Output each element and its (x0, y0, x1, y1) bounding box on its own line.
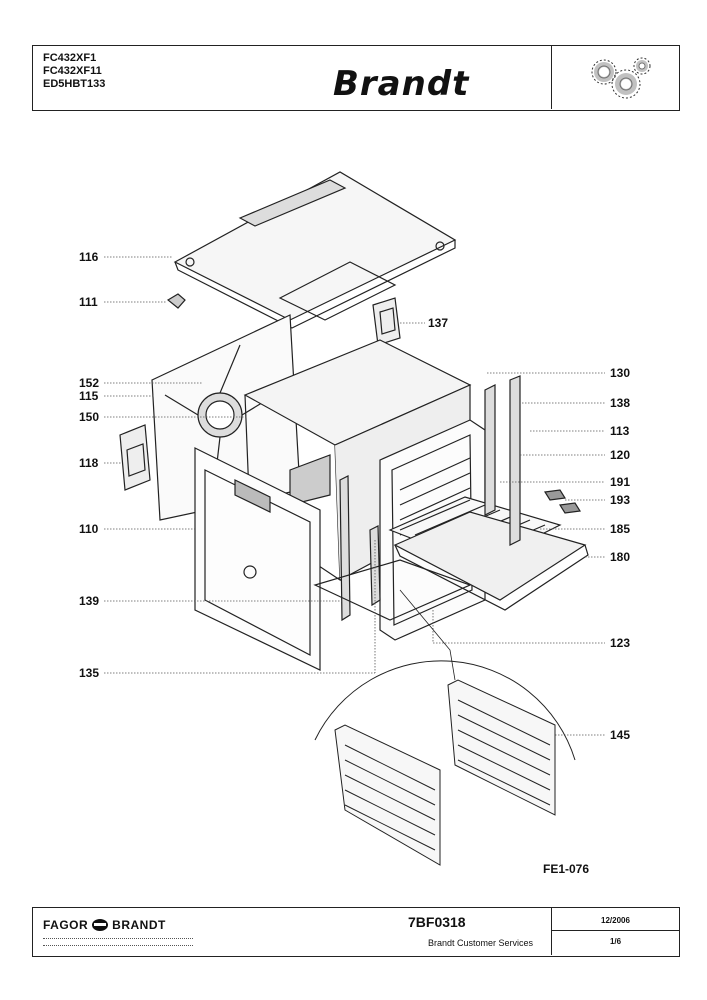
page-number: 1/6 (609, 937, 622, 946)
callout-185: 185 (610, 522, 631, 536)
callout-110: 110 (79, 522, 99, 536)
model-3: ED5HBT133 (43, 78, 106, 90)
callout-193: 193 (610, 493, 631, 507)
gears-icon (591, 57, 651, 99)
callout-111: 111 (79, 295, 98, 309)
date-page-box: 12/2006 1/6 (551, 908, 679, 955)
callout-145: 145 (610, 728, 631, 742)
company-logo: FAGOR BRANDT (43, 918, 166, 932)
callout-150: 150 (79, 410, 100, 424)
callout-135: 135 (79, 666, 100, 680)
callout-113: 113 (610, 424, 630, 438)
model-list: FC432XF1 FC432XF11 ED5HBT133 (43, 52, 105, 91)
logo-box (551, 46, 679, 109)
callout-180: 180 (610, 550, 631, 564)
service-name: Brandt Customer Services (428, 938, 534, 948)
model-1: FC432XF1 (43, 52, 97, 64)
callout-137: 137 (428, 316, 449, 330)
company-subline (43, 938, 193, 946)
document-code: 7BF0318 (408, 914, 466, 930)
callout-123: 123 (610, 636, 631, 650)
callout-115: 115 (79, 389, 99, 403)
header-block: FC432XF1 FC432XF11 ED5HBT133 Brandt (32, 45, 680, 111)
callout-139: 139 (79, 594, 100, 608)
exploded-view-diagram: 116 111 137 130 152 115 138 150 113 120 … (0, 130, 707, 890)
callout-191: 191 (610, 475, 631, 489)
callout-118: 118 (79, 456, 99, 470)
divider (552, 930, 679, 931)
model-2: FC432XF11 (43, 65, 102, 77)
brand-logo: Brandt (333, 64, 470, 104)
oven-exploded-drawing (104, 171, 605, 866)
callout-152: 152 (79, 376, 100, 390)
callout-120: 120 (610, 448, 631, 462)
fagor-brandt-emblem-icon (92, 919, 109, 931)
company-left: FAGOR (43, 918, 89, 932)
callout-130: 130 (610, 366, 631, 380)
company-right: BRANDT (112, 918, 166, 932)
callout-116: 116 (79, 250, 99, 264)
issue-date: 12/2006 (601, 916, 630, 925)
footer-block: FAGOR BRANDT 7BF0318 Brandt Customer Serv… (32, 907, 680, 957)
figure-code: FE1-076 (543, 862, 590, 876)
callout-138: 138 (610, 396, 631, 410)
